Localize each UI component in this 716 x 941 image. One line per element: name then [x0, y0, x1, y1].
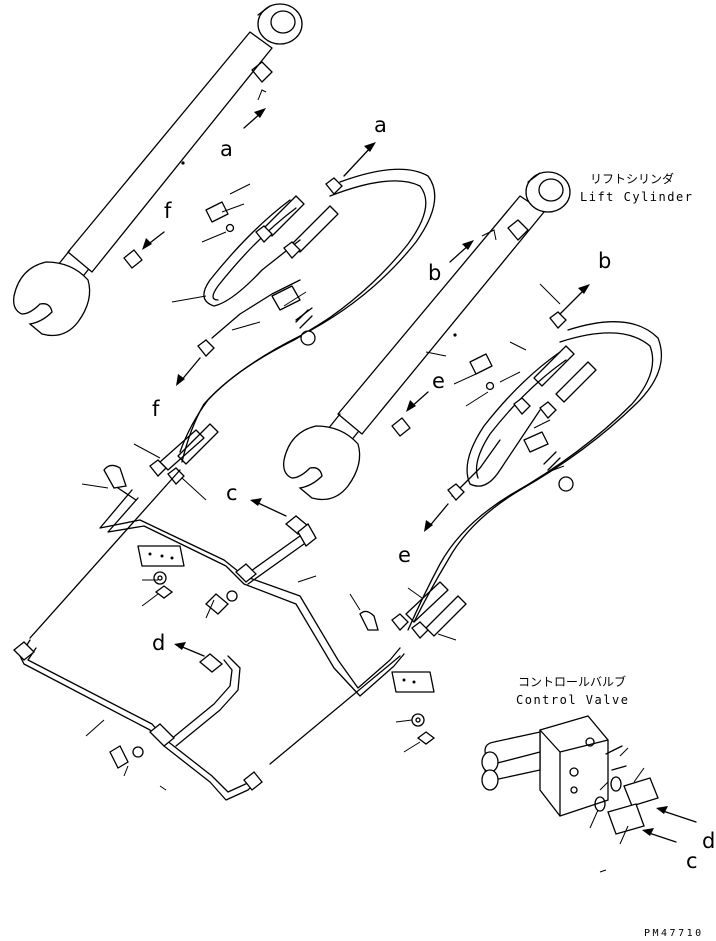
- arrow-f-lower: [176, 357, 201, 386]
- label-d-left: d: [152, 631, 165, 655]
- flow-arrows: [142, 108, 697, 843]
- arrow-d-right: [656, 806, 697, 823]
- right-hose-assembly: [391, 311, 662, 639]
- leader-lines: [81, 89, 645, 873]
- drawing-code: PM47710: [644, 928, 704, 939]
- arrow-c-upper: [250, 498, 287, 517]
- label-e-upper: e: [432, 369, 445, 393]
- lift-cylinder-caption-jp: リフトシリンダ: [590, 171, 674, 186]
- label-b-cylinder: b: [428, 261, 441, 285]
- hydraulic-piping: [13, 464, 436, 801]
- right-lift-cylinder: [283, 171, 571, 501]
- arrow-a-lower: [243, 108, 266, 129]
- arrow-b-upper: [449, 240, 474, 263]
- control-valve-caption-en: Control Valve: [516, 693, 629, 707]
- arrow-a-upper: [343, 142, 376, 177]
- label-e-lower: e: [398, 543, 411, 567]
- arrow-e-lower: [424, 503, 449, 532]
- arrow-c-right: [642, 828, 677, 843]
- label-f-upper: f: [164, 199, 172, 223]
- left-hose-assembly: [149, 168, 436, 485]
- label-f-lower: f: [152, 397, 160, 421]
- label-b-right: b: [598, 249, 611, 273]
- lift-cylinder-caption-en: Lift Cylinder: [580, 190, 693, 204]
- arrow-e-upper: [406, 391, 429, 412]
- label-d-right: d: [702, 829, 715, 853]
- label-c-right: c: [686, 849, 698, 873]
- label-a-lower: a: [220, 137, 233, 161]
- label-a-upper: a: [374, 113, 387, 137]
- label-c-upper: c: [226, 481, 238, 505]
- arrow-b-right: [559, 284, 590, 315]
- arrow-d-left: [174, 642, 205, 657]
- left-lift-cylinder: [13, 3, 303, 337]
- arrow-f-upper: [142, 231, 165, 250]
- control-valve-caption-jp: コントロールバルブ: [518, 674, 626, 689]
- control-valve: [481, 715, 659, 835]
